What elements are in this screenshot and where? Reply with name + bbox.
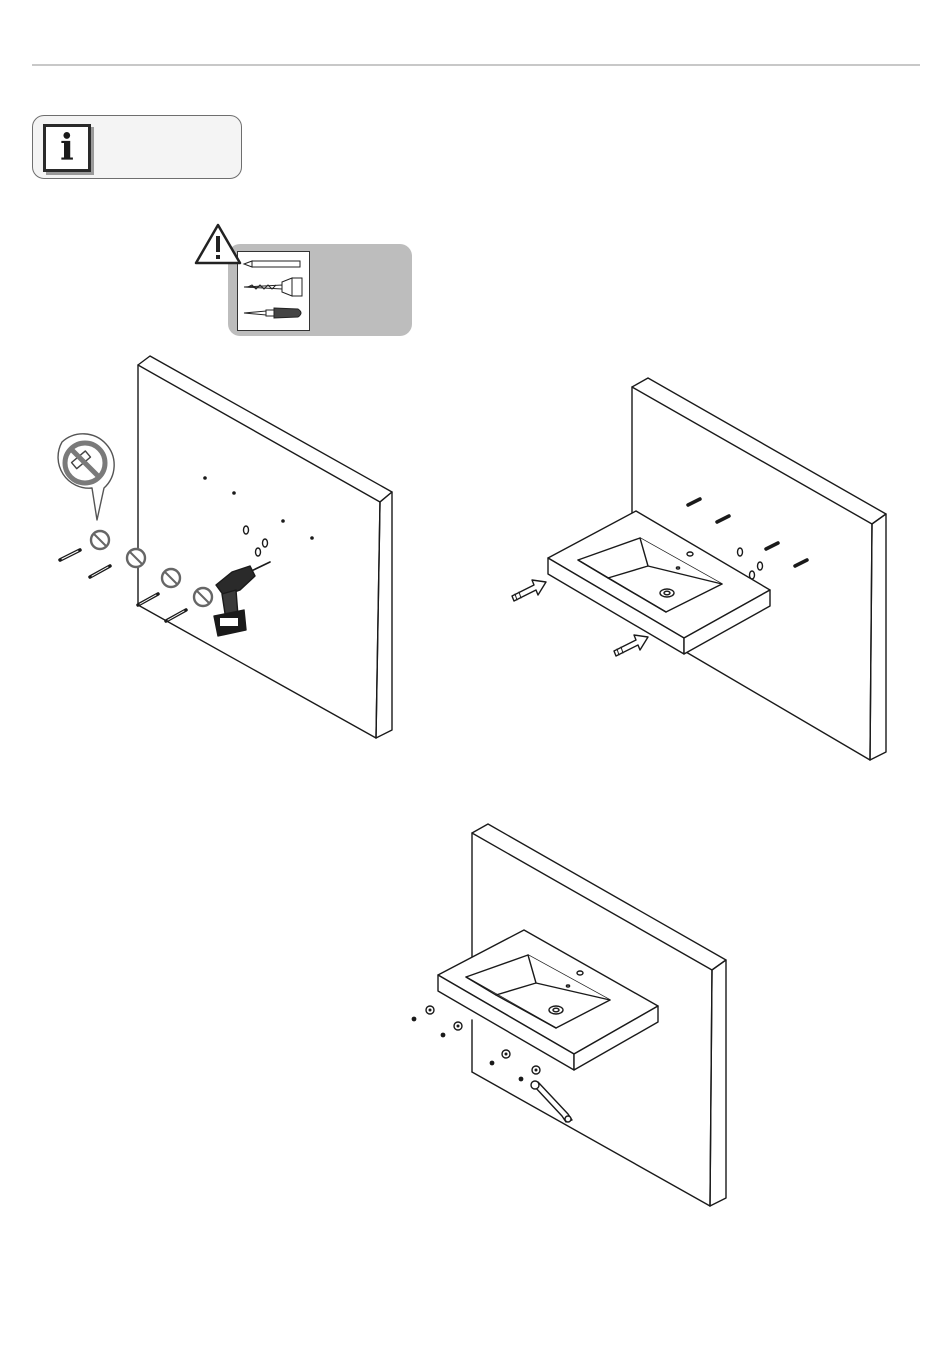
basin-3	[438, 930, 658, 1070]
drill-icon	[214, 562, 270, 636]
step-2-position-basin	[512, 378, 886, 760]
step-3-fix-basin	[412, 824, 726, 1206]
no-hammer-icon	[58, 434, 114, 520]
step-1-drill-holes	[58, 356, 392, 738]
wrench-icon	[531, 1081, 572, 1122]
bolt-holes-1	[244, 526, 268, 556]
basin-2	[548, 511, 770, 654]
prohibition-markers	[91, 531, 212, 606]
hole-marks-1	[203, 476, 314, 540]
